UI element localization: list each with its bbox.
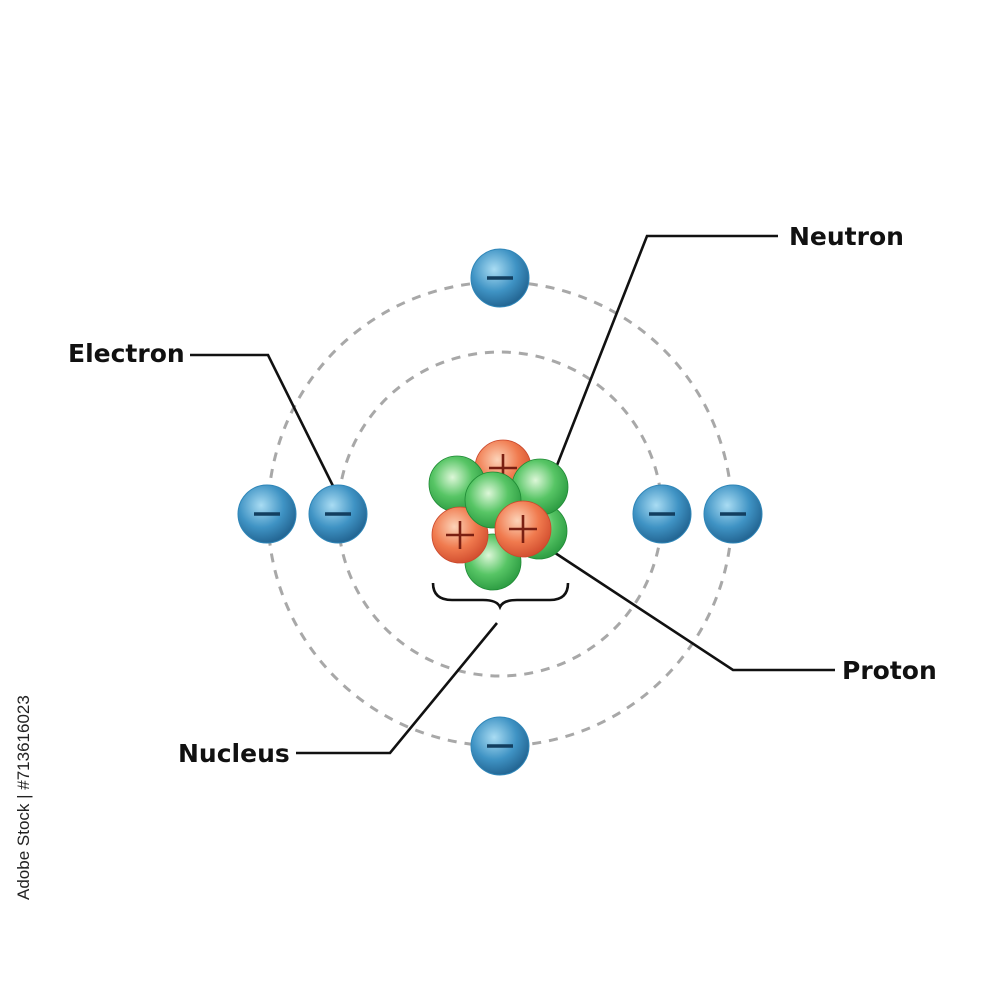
leader-lines	[190, 234, 835, 755]
proton-leader-line	[539, 541, 835, 672]
watermark-id-text: Adobe Stock | #713616023	[14, 695, 33, 900]
neutron-label: Neutron	[789, 222, 904, 251]
electron	[703, 484, 763, 544]
electron	[470, 248, 530, 308]
electron	[470, 716, 530, 776]
neutron-leader-line	[550, 234, 778, 479]
electron	[237, 484, 297, 544]
proton-label: Proton	[842, 656, 937, 685]
electron	[308, 484, 368, 544]
electron-leader-line	[190, 353, 337, 491]
electron	[632, 484, 692, 544]
nucleus-brace	[431, 582, 570, 611]
electrons	[237, 248, 763, 776]
proton	[494, 500, 552, 558]
nucleus-leader-line	[296, 622, 499, 755]
nucleus-label: Nucleus	[178, 739, 290, 768]
nucleus	[428, 439, 569, 591]
electron-label: Electron	[68, 339, 185, 368]
